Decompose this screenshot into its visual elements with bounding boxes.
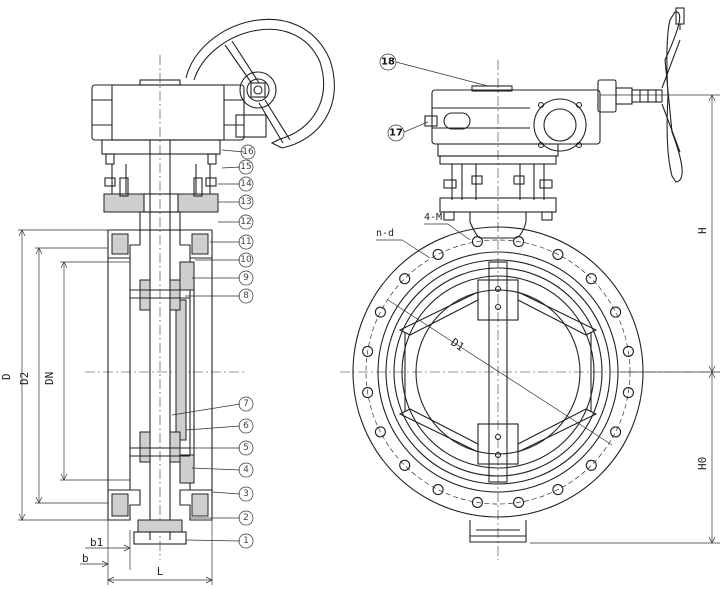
label-n-d: n-d: [376, 228, 394, 239]
front-gearbox: [431, 89, 601, 145]
svg-text:11: 11: [240, 237, 251, 247]
svg-text:3: 3: [243, 489, 249, 499]
bolt-hole: [432, 248, 444, 260]
callout-12: 12: [238, 214, 254, 230]
svg-text:17: 17: [389, 128, 403, 139]
callout-3: 3: [238, 486, 254, 502]
callout-4: 4: [238, 462, 254, 478]
dim-H: H: [696, 227, 709, 234]
dim-L: L: [157, 565, 164, 578]
side-section-view: D D2 DN L b1 b: [0, 18, 335, 585]
svg-text:15: 15: [240, 162, 251, 172]
bolt-hole: [399, 273, 411, 285]
callout-14: 14: [238, 176, 254, 192]
bolt-holes: [362, 236, 634, 508]
front-view: D1 n-d 4-M H H0: [340, 7, 720, 560]
bolt-hole: [585, 273, 597, 285]
bolt-hole: [471, 496, 483, 508]
dim-b: b: [82, 552, 89, 565]
svg-text:10: 10: [240, 255, 252, 265]
handwheel-rim: [185, 18, 335, 149]
dim-D1: D1: [448, 336, 466, 354]
callout-17: 17: [387, 124, 405, 142]
callout-11: 11: [238, 234, 254, 250]
bolt-hole: [610, 306, 622, 318]
bolt-hole: [513, 236, 525, 248]
svg-text:7: 7: [243, 399, 249, 409]
bolt-hole: [432, 484, 444, 496]
callout-1: 1: [238, 533, 254, 549]
svg-text:8: 8: [243, 291, 249, 301]
svg-text:13: 13: [240, 197, 251, 207]
svg-text:9: 9: [243, 273, 249, 283]
bolt-hole: [362, 345, 374, 357]
svg-text:4: 4: [243, 465, 249, 475]
svg-text:6: 6: [243, 421, 249, 431]
svg-text:14: 14: [240, 179, 252, 189]
svg-text:1: 1: [243, 536, 249, 546]
bolt-hole: [585, 459, 597, 471]
callout-16: 16: [240, 144, 256, 160]
bolt-hole: [552, 484, 564, 496]
callout-2: 2: [238, 510, 254, 526]
bolt-hole: [513, 496, 525, 508]
dim-DN: DN: [43, 372, 56, 385]
svg-text:16: 16: [242, 147, 254, 157]
bolt-hole: [399, 459, 411, 471]
dim-b1: b1: [90, 536, 103, 549]
bolt-hole: [362, 387, 374, 399]
handwheel-hub: [239, 71, 277, 109]
svg-text:2: 2: [243, 513, 249, 523]
svg-text:18: 18: [381, 57, 395, 68]
bolt-hole: [610, 426, 622, 438]
callout-10: 10: [238, 252, 254, 268]
callout-7: 7: [238, 396, 254, 412]
bolt-hole: [622, 387, 634, 399]
gearbox-body: [91, 84, 245, 141]
svg-text:5: 5: [243, 443, 249, 453]
callout-6: 6: [238, 418, 254, 434]
svg-text:12: 12: [240, 217, 251, 227]
bolt-hole: [374, 306, 386, 318]
bolt-hole: [622, 345, 634, 357]
callout-18: 18: [379, 53, 397, 71]
callout-15: 15: [238, 159, 254, 175]
callout-8: 8: [238, 288, 254, 304]
dim-H0: H0: [696, 457, 709, 470]
callout-9: 9: [238, 270, 254, 286]
callouts-right: 18 17: [379, 53, 489, 142]
dim-D: D: [0, 373, 13, 380]
callout-5: 5: [238, 440, 254, 456]
disc-center: [488, 261, 508, 483]
label-4-M: 4-M: [424, 212, 442, 223]
gear-cover: [533, 98, 587, 152]
bolt-hole: [374, 426, 386, 438]
handwheel-side: [664, 11, 683, 183]
bolt-hole: [471, 236, 483, 248]
callout-13: 13: [238, 194, 254, 210]
dim-D2: D2: [18, 372, 31, 385]
callouts-left: 16 15 14 13 12 11 10 9 8 7 6 5 4 3 2 1: [171, 144, 256, 549]
bolt-hole: [552, 248, 564, 260]
